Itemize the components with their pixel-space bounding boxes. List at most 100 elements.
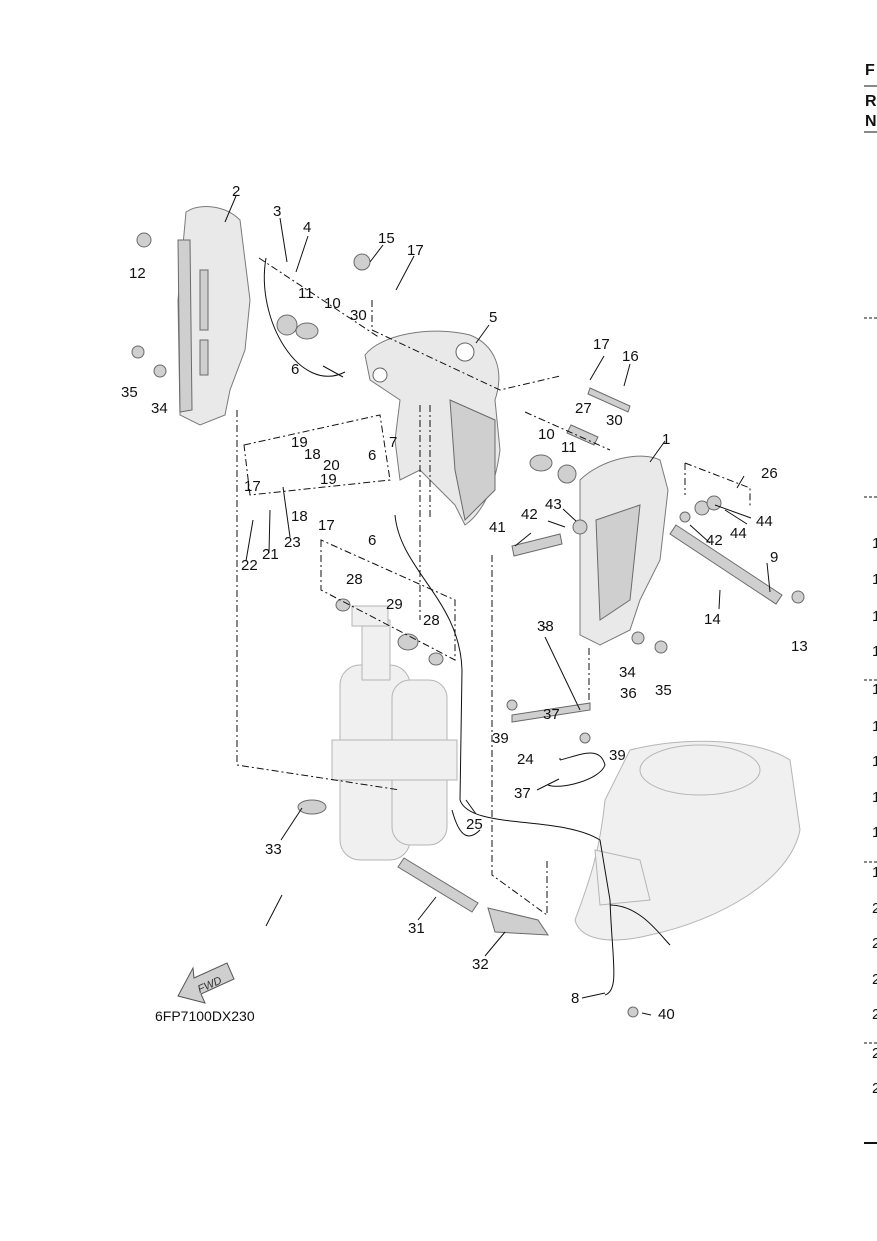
callout-30a: 30 — [350, 307, 367, 324]
edge-mark-12: 2 — [872, 935, 877, 952]
callout-7: 7 — [389, 434, 397, 451]
screw-39a — [506, 699, 518, 711]
callout-44b: 44 — [730, 525, 747, 542]
plate-38 — [511, 702, 591, 723]
washer-11-left — [276, 314, 298, 336]
edge-mark-14: 2 — [872, 1006, 877, 1023]
edge-mark-10: 1 — [872, 864, 877, 881]
callout-8: 8 — [571, 990, 579, 1007]
callout-16: 16 — [622, 348, 639, 365]
leader-lines — [224, 195, 771, 1016]
right-edge-fragments: F R N 1 1 1 1 1 1 1 1 1 1 2 2 2 2 2 2 — [864, 62, 877, 1144]
callout-35b: 35 — [655, 682, 672, 699]
callout-34b: 34 — [619, 664, 636, 681]
bushing-28a — [335, 598, 351, 612]
callout-6a: 6 — [291, 361, 299, 378]
callout-22: 22 — [241, 557, 258, 574]
callout-4: 4 — [303, 219, 311, 236]
callout-38: 38 — [537, 618, 554, 635]
bushing-29 — [397, 633, 419, 651]
callout-10a: 10 — [324, 295, 341, 312]
callout-31: 31 — [408, 920, 425, 937]
bushing-10-left — [295, 322, 319, 340]
callout-19a: 19 — [291, 434, 308, 451]
callout-44a: 44 — [756, 513, 773, 530]
callout-numbers: 1 2 3 4 5 6 6 6 7 8 9 10 10 11 11 12 13 … — [121, 183, 808, 1023]
callout-40: 40 — [658, 1006, 675, 1023]
callout-12: 12 — [129, 265, 146, 282]
callout-32: 32 — [472, 956, 489, 973]
bolt-35a — [131, 345, 145, 359]
nut-44b — [706, 495, 722, 511]
washer-42 — [679, 511, 691, 523]
nut-12 — [136, 232, 152, 248]
callout-5: 5 — [489, 309, 497, 326]
callout-35a: 35 — [121, 384, 138, 401]
callout-43: 43 — [545, 496, 562, 513]
callout-33: 33 — [265, 841, 282, 858]
shafts-and-bolts — [131, 232, 805, 1018]
lower-case-ghost — [574, 740, 801, 941]
edge-mark-8: 1 — [872, 789, 877, 806]
callout-25: 25 — [466, 816, 483, 833]
callout-39a: 39 — [492, 730, 509, 747]
edge-mark-16: 2 — [872, 1080, 877, 1097]
edge-mark-2: 1 — [872, 571, 877, 588]
edge-mark-15: 2 — [872, 1045, 877, 1062]
bolt-35b — [654, 640, 668, 654]
clamp-bracket-right — [579, 455, 669, 646]
callout-18b: 18 — [291, 508, 308, 525]
callout-39b: 39 — [609, 747, 626, 764]
callout-34a: 34 — [151, 400, 168, 417]
callout-11b: 11 — [561, 439, 577, 456]
edge-mark-5: 1 — [872, 681, 877, 698]
bolt-40 — [627, 1006, 639, 1018]
callout-20: 20 — [323, 457, 340, 474]
callout-11a: 11 — [298, 285, 314, 302]
bushing-10-right — [529, 454, 553, 472]
lever-15 — [353, 253, 371, 271]
edge-mark-11: 2 — [872, 900, 877, 917]
screw-39b — [579, 732, 591, 744]
trim-tilt-unit-ghost — [331, 605, 458, 861]
clamp-bracket-left — [177, 206, 251, 426]
callout-3: 3 — [273, 203, 281, 220]
page-title-char: F — [865, 62, 875, 79]
edge-mark-9: 1 — [872, 824, 877, 841]
callout-37a: 37 — [543, 706, 560, 723]
edge-mark-7: 1 — [872, 753, 877, 770]
shaft-9 — [669, 524, 783, 605]
callout-6c: 6 — [368, 532, 376, 549]
callout-29: 29 — [386, 596, 403, 613]
callout-30b: 30 — [606, 412, 623, 429]
callout-41: 41 — [489, 519, 506, 536]
bolt-41 — [511, 533, 563, 557]
callout-18a: 18 — [304, 446, 321, 463]
callout-42b: 42 — [706, 532, 723, 549]
pin-27 — [566, 424, 599, 446]
callout-36: 36 — [620, 685, 637, 702]
callout-9: 9 — [770, 549, 778, 566]
swivel-bracket — [364, 330, 501, 526]
edge-mark-3: 1 — [872, 608, 877, 625]
callout-1: 1 — [662, 431, 670, 448]
edge-mark-13: 2 — [872, 971, 877, 988]
edge-mark-6: 1 — [872, 718, 877, 735]
washer-43 — [572, 519, 588, 535]
bushing-33 — [297, 799, 327, 815]
callout-42a: 42 — [521, 506, 538, 523]
fwd-arrow: FWD — [177, 962, 235, 1004]
callout-15: 15 — [378, 230, 395, 247]
edge-mark-1: 1 — [872, 535, 877, 552]
edge-mark-4: 1 — [872, 643, 877, 660]
callout-17b: 17 — [593, 336, 610, 353]
shaft-31 — [397, 857, 479, 913]
callout-28b: 28 — [423, 612, 440, 629]
washer-34b — [631, 631, 645, 645]
callout-17c: 17 — [244, 478, 261, 495]
column-header-n: N — [865, 113, 877, 130]
bushing-32 — [487, 907, 549, 936]
callout-17a: 17 — [407, 242, 424, 259]
callout-21: 21 — [262, 546, 279, 563]
callout-27: 27 — [575, 400, 592, 417]
